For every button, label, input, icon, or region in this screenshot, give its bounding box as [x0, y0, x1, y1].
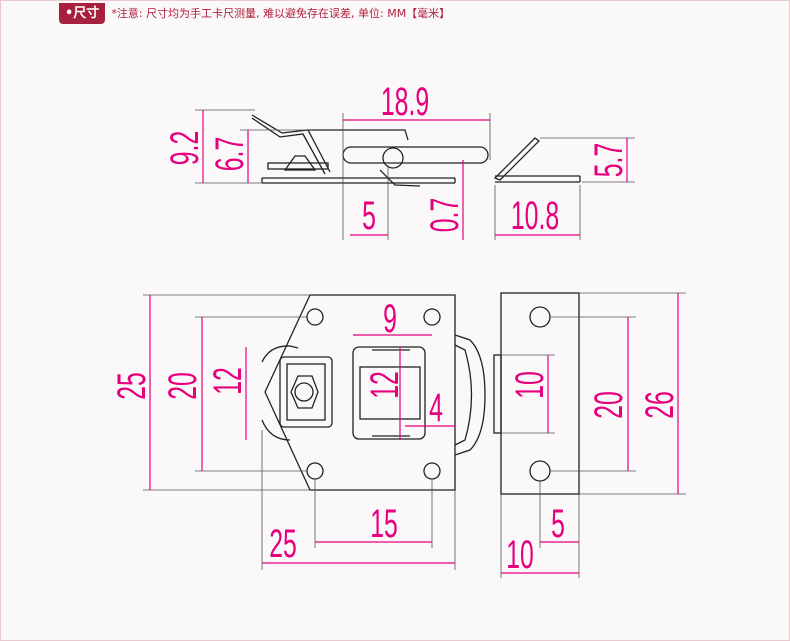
dim-side-height-inner: 6.7 — [208, 137, 252, 171]
dim-slot-width: 4 — [429, 386, 443, 430]
measurement-note: *注意: 尺寸均为手工卡尺测量, 难以避免存在误差, 单位: MM【毫米】 — [111, 7, 451, 20]
dim-side-offset: 5 — [362, 194, 376, 238]
dim-overall-height: 25 — [110, 372, 154, 400]
dim-catch-length: 10.8 — [511, 194, 559, 238]
dim-slot-height: 12 — [363, 371, 407, 399]
latch-side-view — [251, 114, 489, 187]
dim-catch-height: 5.7 — [587, 143, 631, 177]
header: •尺寸 *注意: 尺寸均为手工卡尺测量, 难以避免存在误差, 单位: MM【毫米… — [59, 2, 450, 24]
dim-catch-slot-height: 10 — [508, 371, 552, 399]
dim-side-length: 18.9 — [381, 80, 429, 124]
dim-hole-spacing-h: 15 — [370, 502, 398, 546]
dim-hole-gap-top: 9 — [383, 297, 397, 341]
side-dimension-lines — [195, 109, 635, 240]
dim-side-height-total: 9.2 — [163, 131, 207, 165]
dim-side-thickness: 0.7 — [423, 198, 467, 232]
dim-catch-height-front: 26 — [638, 391, 682, 419]
dim-catch-hole-offset: 5 — [551, 502, 565, 546]
dim-cam-height: 12 — [206, 367, 250, 395]
dim-catch-width: 10 — [506, 533, 534, 577]
latch-front-view — [261, 294, 486, 491]
size-tag: •尺寸 — [59, 2, 106, 24]
dim-catch-hole-spacing: 20 — [587, 391, 631, 419]
dim-overall-width: 25 — [269, 522, 297, 566]
front-dimension-lines — [143, 292, 686, 578]
dim-hole-spacing-v: 20 — [161, 372, 205, 400]
catch-side-view — [493, 137, 581, 183]
